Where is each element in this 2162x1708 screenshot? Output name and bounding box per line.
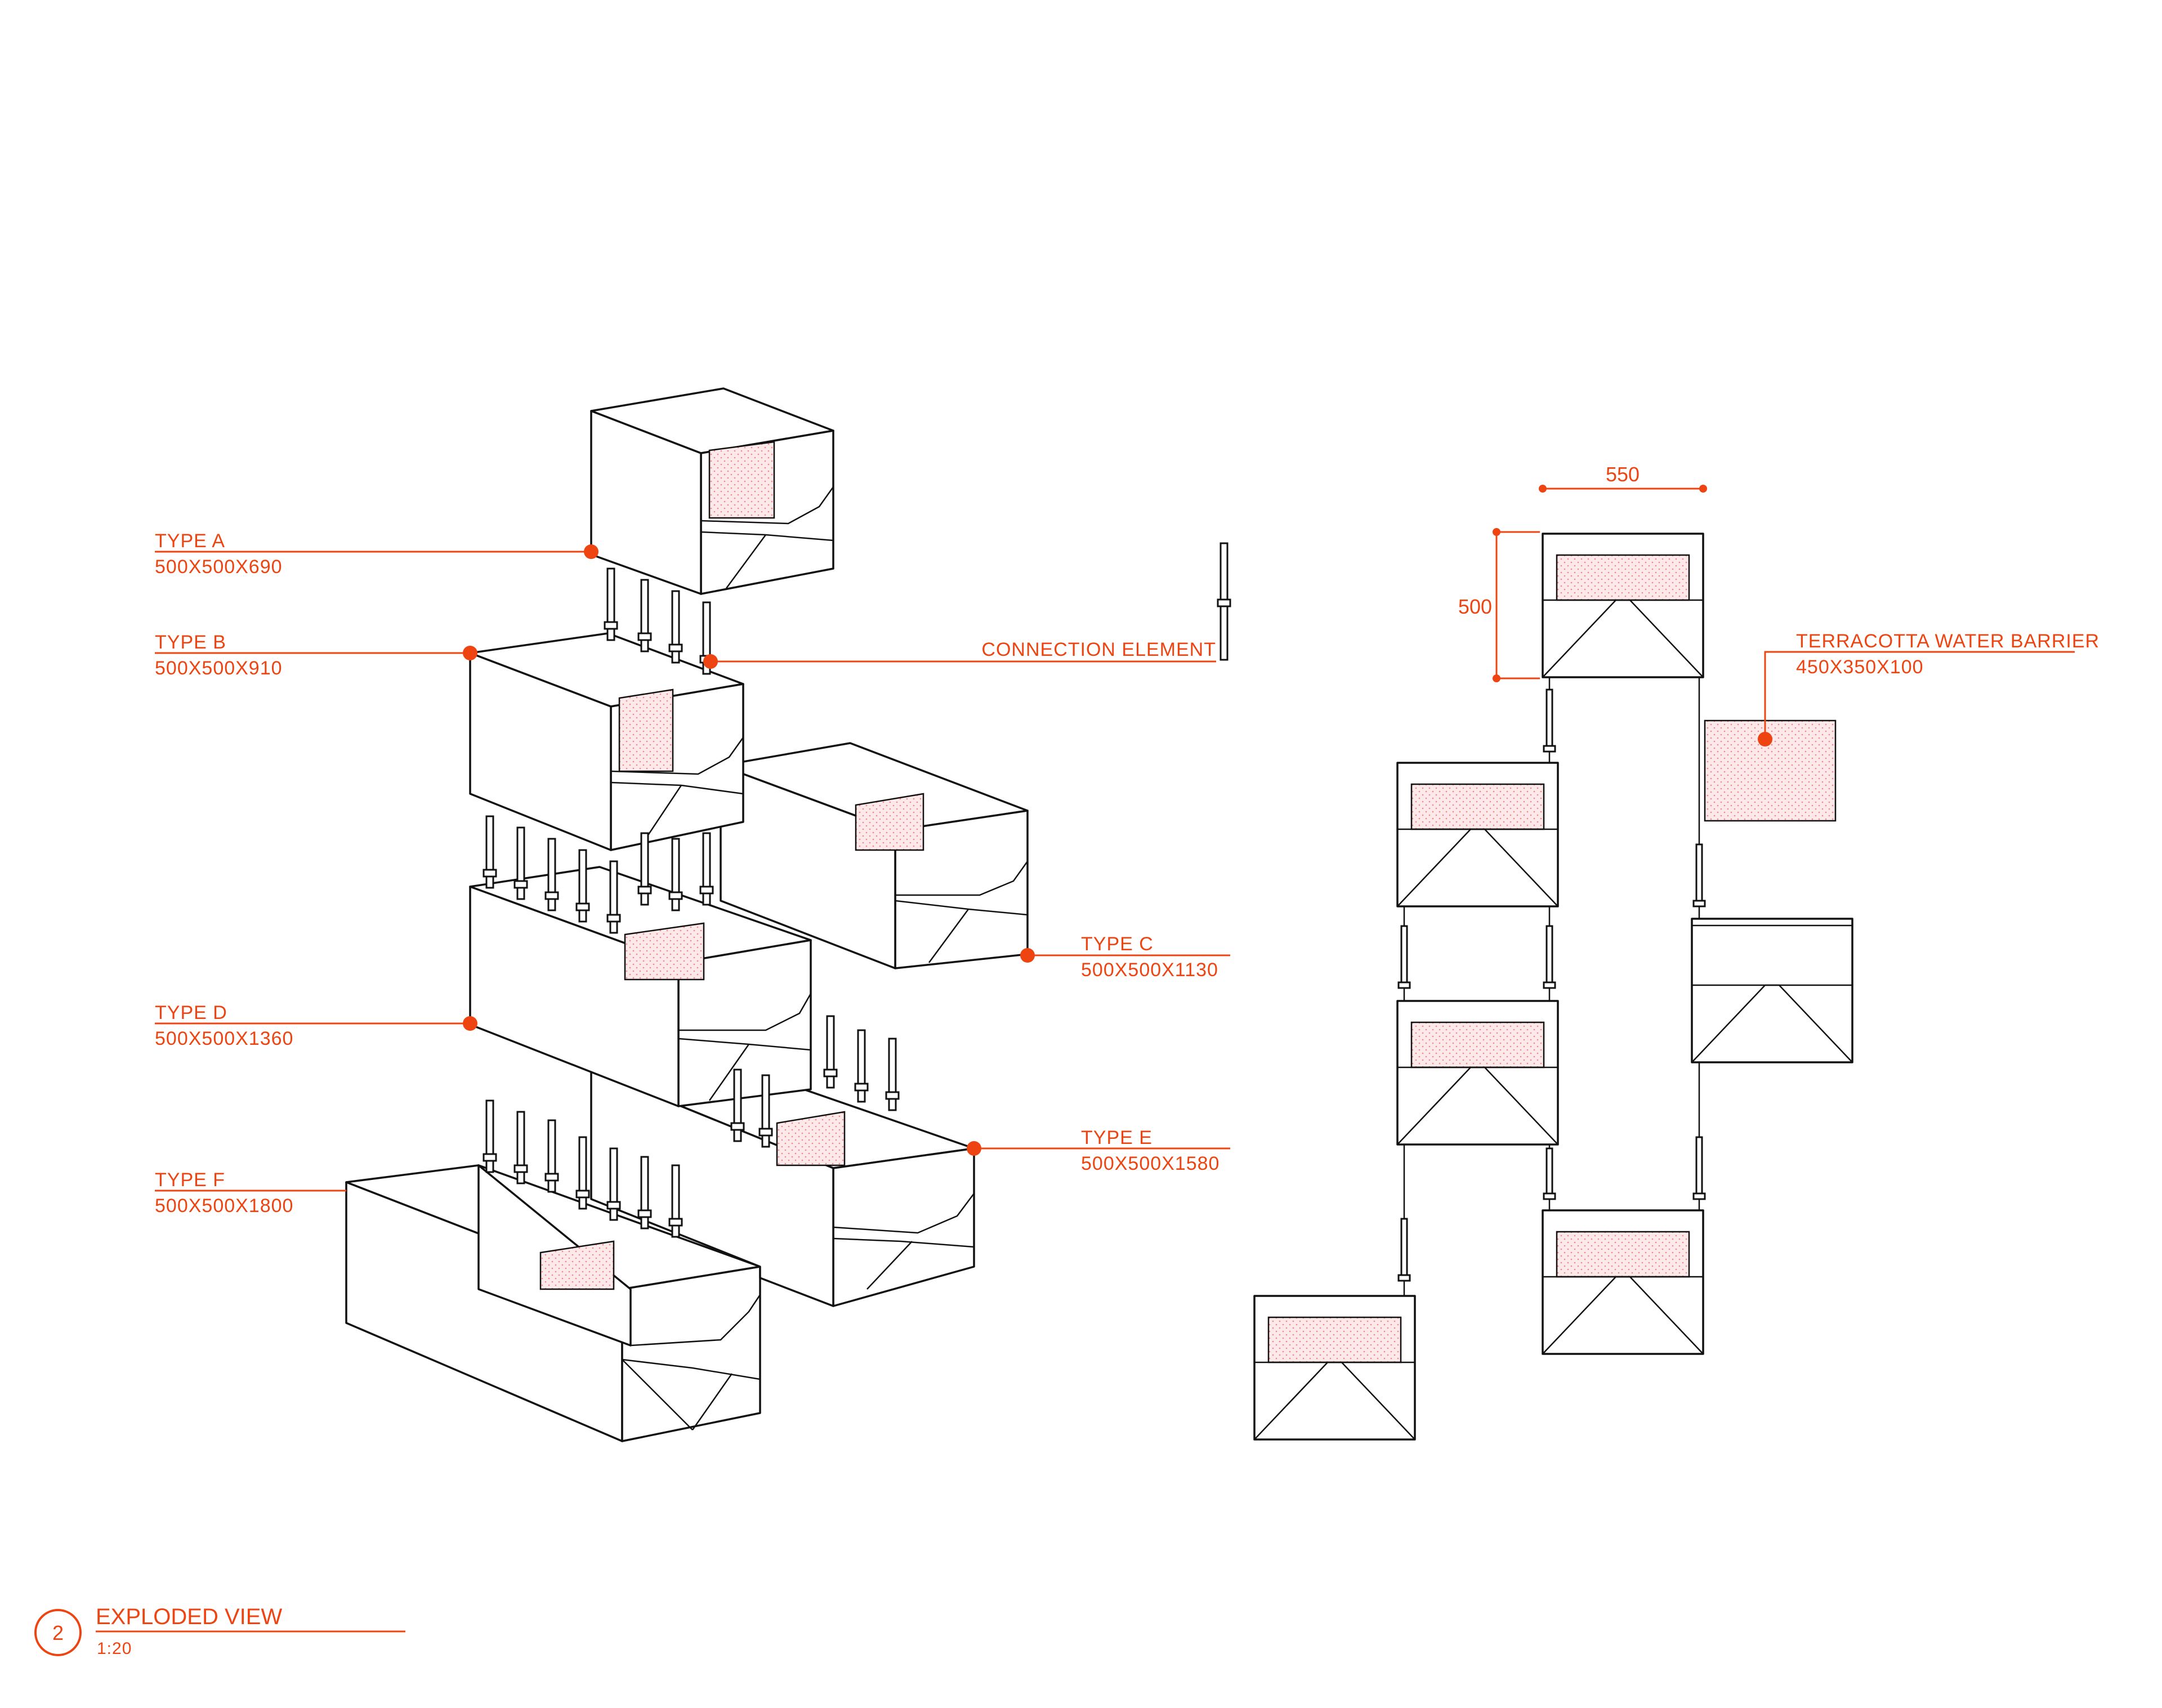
label-type-a: TYPE A 500X500X690 — [155, 530, 598, 578]
dim-width: 550 — [1606, 463, 1640, 486]
dim-height: 500 — [1458, 595, 1492, 618]
drawing-scale: 1:20 — [97, 1639, 132, 1658]
module-type-c — [720, 742, 1029, 969]
type-a-name: TYPE A — [155, 530, 225, 552]
type-c-size: 500X500X1130 — [1081, 959, 1218, 981]
type-a-size: 500X500X690 — [155, 556, 283, 578]
module-type-d — [469, 866, 812, 1107]
label-type-c: TYPE C 500X500X1130 — [1020, 933, 1230, 981]
label-type-d: TYPE D 500X500X1360 — [155, 1002, 477, 1049]
type-d-name: TYPE D — [155, 1002, 227, 1023]
drawing-title: EXPLODED VIEW — [96, 1604, 282, 1629]
label-type-b: TYPE B 500X500X910 — [155, 632, 477, 679]
type-b-name: TYPE B — [155, 632, 226, 653]
module-type-b — [469, 632, 744, 851]
connection-element-label: CONNECTION ELEMENT — [981, 639, 1216, 660]
drawing-number: 2 — [52, 1621, 64, 1644]
type-e-size: 500X500X1580 — [1081, 1153, 1220, 1174]
terracotta-size: 450X350X100 — [1796, 656, 1924, 678]
type-c-name: TYPE C — [1081, 933, 1154, 955]
type-b-size: 500X500X910 — [155, 658, 283, 679]
connection-element-detail — [1217, 542, 1231, 661]
type-f-name: TYPE F — [155, 1169, 225, 1191]
label-type-e: TYPE E 500X500X1580 — [967, 1127, 1230, 1174]
type-f-size: 500X500X1800 — [155, 1195, 293, 1217]
module-type-f — [345, 1164, 761, 1442]
type-e-name: TYPE E — [1081, 1127, 1153, 1148]
label-connection: CONNECTION ELEMENT — [703, 639, 1216, 669]
module-type-a — [590, 387, 834, 595]
title-block: 2 EXPLODED VIEW 1:20 — [34, 1604, 405, 1658]
type-d-size: 500X500X1360 — [155, 1028, 293, 1049]
terracotta-name: TERRACOTTA WATER BARRIER — [1796, 631, 2100, 652]
label-type-f: TYPE F 500X500X1800 — [155, 1169, 346, 1217]
elevation-view: 550 500 — [1253, 463, 2100, 1441]
